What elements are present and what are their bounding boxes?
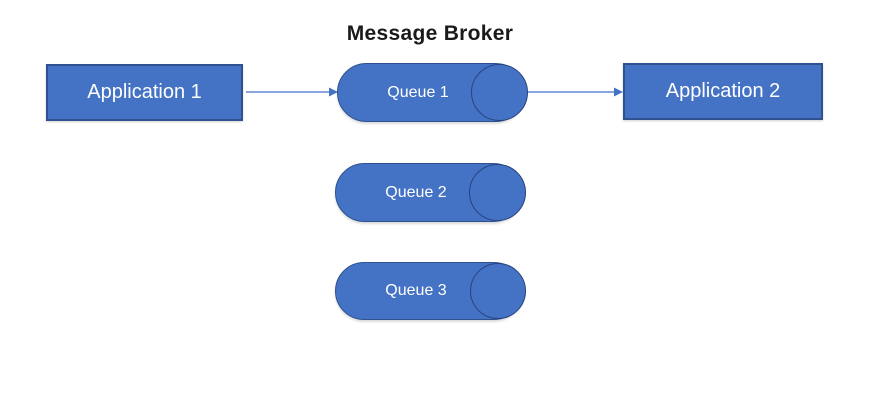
- node-queue-2-label: Queue 2: [385, 183, 447, 201]
- node-queue-3: Queue 3: [335, 262, 526, 320]
- node-application-1: Application 1: [46, 64, 243, 121]
- node-application-2: Application 2: [623, 63, 823, 120]
- queue-cylinder-face-icon: [469, 163, 526, 221]
- queue-cylinder-face-icon: [470, 262, 526, 319]
- node-application-2-label: Application 2: [665, 80, 781, 102]
- node-application-1-label: Application 1: [87, 81, 202, 103]
- node-queue-1-label: Queue 1: [387, 83, 449, 101]
- arrow-queue1-to-app2: [527, 87, 623, 97]
- arrow-app1-to-queue1: [246, 87, 338, 97]
- node-queue-3-label: Queue 3: [385, 282, 447, 299]
- node-queue-2: Queue 2: [335, 163, 526, 222]
- queue-cylinder-face-icon: [471, 63, 528, 121]
- diagram-title: Message Broker: [346, 22, 514, 45]
- node-queue-1: Queue 1: [337, 63, 528, 122]
